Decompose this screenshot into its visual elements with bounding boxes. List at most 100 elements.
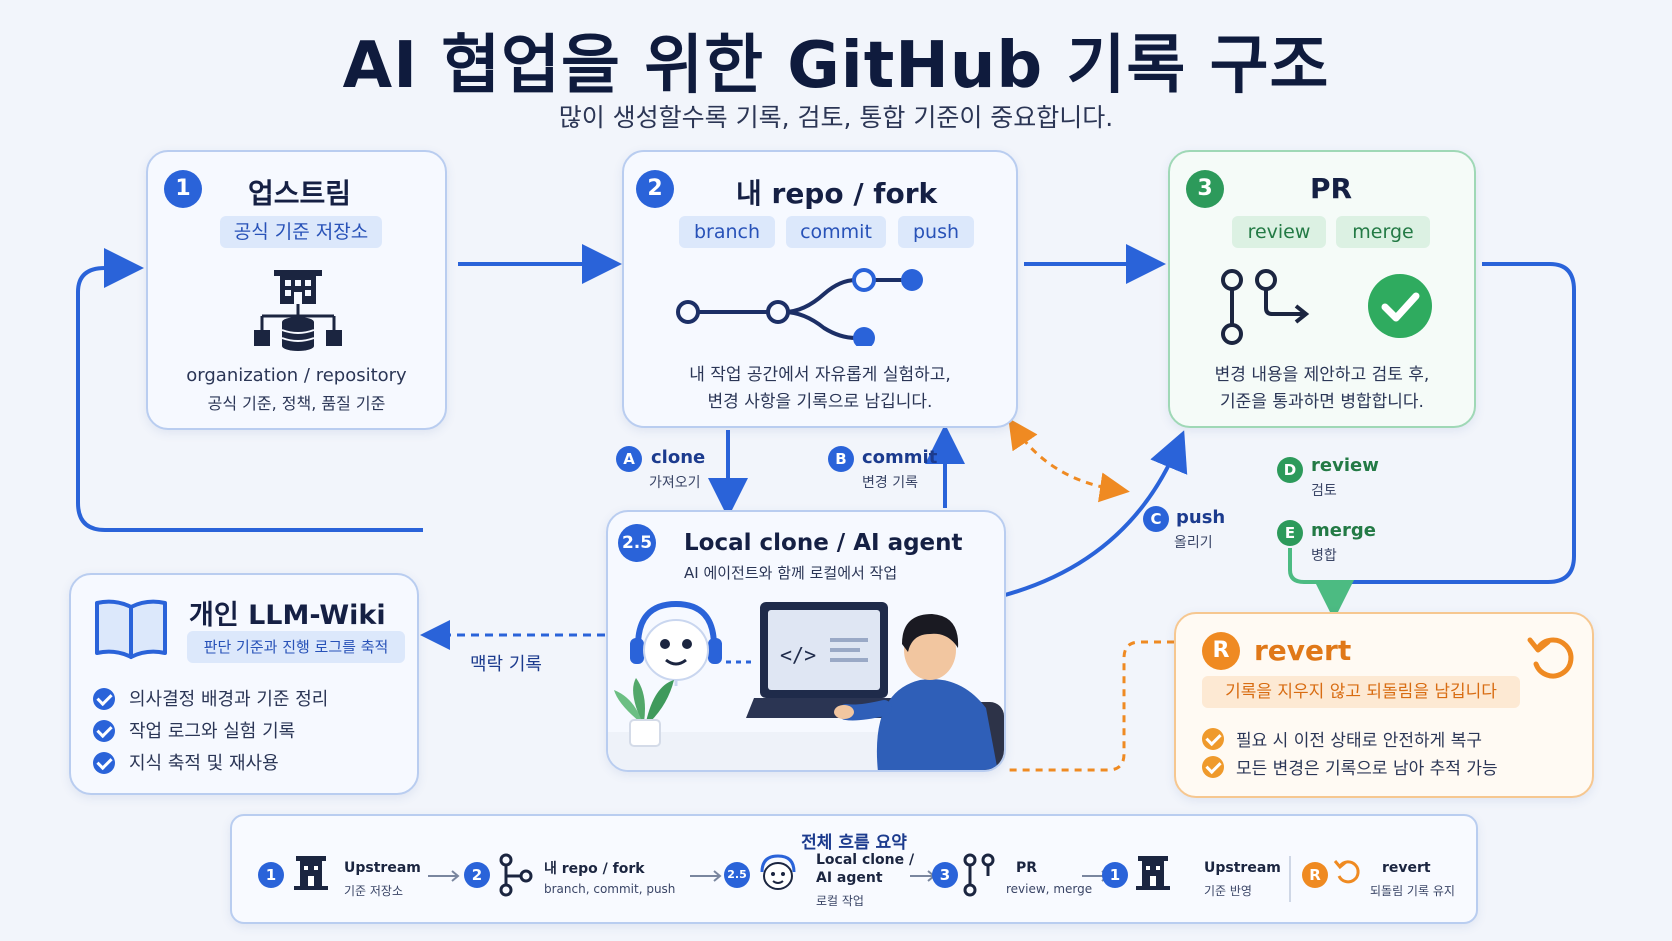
local-title: Local clone / AI agent: [684, 530, 963, 556]
robot-icon: [760, 854, 796, 890]
badge-e: E: [1277, 520, 1303, 546]
revert-item-2: 모든 변경은 기록으로 남아 추적 가능: [1236, 759, 1498, 779]
check-icon: [93, 752, 115, 774]
badge-b: B: [828, 446, 854, 472]
book-icon: [95, 599, 167, 659]
fork-title: 내 repo / fork: [736, 177, 938, 210]
pull-request-icon: [1221, 269, 1310, 345]
label-push-sub: 올리기: [1174, 535, 1213, 551]
summary-badge-3: 3: [932, 862, 958, 888]
local-work-illustration: </>: [608, 600, 1004, 770]
undo-icon: [1333, 860, 1360, 884]
label-context-record: 맥락 기록: [470, 654, 542, 675]
summary-step-1-sub: 기준 저장소: [344, 884, 404, 898]
fork-card: 2 내 repo / fork branch commit push 내 작업 …: [622, 150, 1018, 428]
label-commit-title: commit: [862, 447, 938, 468]
summary-step-2-sub: branch, commit, push: [544, 882, 676, 896]
revert-card: R revert 기록을 지우지 않고 되돌림을 남깁니다 필요 시 이전 상태…: [1174, 612, 1594, 798]
pill-commit: commit: [786, 216, 886, 248]
arrow-loop-to-upstream: [76, 248, 423, 532]
label-clone-title: clone: [651, 447, 706, 468]
label-merge-sub: 병합: [1311, 548, 1337, 564]
local-desc: AI 에이전트와 함께 로컬에서 작업: [684, 564, 898, 582]
building-icon: [1136, 856, 1170, 890]
local-clone-card: 2.5 Local clone / AI agent AI 에이전트와 함께 로…: [606, 510, 1006, 772]
revert-title: revert: [1254, 634, 1352, 667]
pull-request-icon: [963, 853, 995, 897]
check-icon: [93, 688, 115, 710]
badge-a: A: [616, 446, 642, 472]
badge-c: C: [1143, 506, 1169, 532]
summary-step-1-title: Upstream: [344, 860, 421, 876]
label-merge-title: merge: [1311, 520, 1376, 541]
summary-step-5-sub: 기준 반영: [1204, 884, 1252, 898]
wiki-item-3: 지식 축적 및 재사용: [129, 753, 279, 774]
pill-review: review: [1232, 216, 1326, 248]
check-circle-icon: [1368, 274, 1432, 338]
label-clone-sub: 가져오기: [649, 475, 701, 491]
pr-desc-2: 기준을 통과하면 병합합니다.: [1220, 392, 1424, 412]
step-badge-1: 1: [164, 170, 202, 208]
upstream-pill: 공식 기준 저장소: [220, 216, 382, 248]
summary-badge-2-5: 2.5: [724, 862, 750, 888]
check-icon: [1202, 728, 1224, 750]
wiki-pill: 판단 기준과 진행 로그를 축적: [187, 631, 405, 663]
summary-bar: 전체 흐름 요약: [230, 814, 1478, 924]
label-commit-sub: 변경 기록: [862, 475, 918, 491]
branch-icon: [499, 853, 533, 897]
step-badge-2-5: 2.5: [618, 524, 656, 562]
svg-text:</>: </>: [780, 643, 816, 667]
pill-merge: merge: [1336, 216, 1430, 248]
summary-badge-2: 2: [464, 862, 490, 888]
step-badge-r: R: [1202, 632, 1240, 670]
label-review-sub: 검토: [1311, 483, 1337, 499]
label-review-title: review: [1311, 455, 1379, 476]
summary-step-2-title: 내 repo / fork: [544, 861, 645, 877]
summary-step-4-title: PR: [1016, 860, 1038, 876]
check-icon: [1202, 756, 1224, 778]
summary-badge-r: R: [1302, 862, 1328, 888]
pr-card: 3 PR review merge 변경 내용을 제안하고 검토 후, 기준을 …: [1168, 150, 1476, 428]
upstream-title: 업스트림: [248, 177, 352, 210]
llm-wiki-card: 개인 LLM-Wiki 판단 기준과 진행 로그를 축적 의사결정 배경과 기준…: [69, 573, 419, 795]
arrow-merge-to-revert: [1288, 548, 1354, 620]
summary-flow: [294, 853, 1360, 902]
upstream-line1: organization / repository: [186, 365, 407, 386]
summary-step-3-title2: AI agent: [816, 870, 883, 886]
wiki-item-2: 작업 로그와 실험 기록: [129, 721, 296, 742]
building-icon: [294, 856, 328, 890]
summary-badge-1b: 1: [1102, 862, 1128, 888]
revert-pill: 기록을 지우지 않고 되돌림을 남깁니다: [1202, 676, 1520, 708]
pill-push: push: [898, 216, 974, 248]
summary-step-6-sub: 되돌림 기록 유지: [1370, 884, 1455, 898]
arrow-pr-to-revert: [1340, 262, 1576, 584]
page-subtitle: 많이 생성할수록 기록, 검토, 통합 기준이 중요합니다.: [558, 103, 1114, 132]
pr-title: PR: [1310, 172, 1353, 205]
summary-step-6-title: revert: [1382, 860, 1431, 876]
upstream-card: 1 업스트림 공식 기준 저장소 organization / reposito…: [146, 150, 447, 430]
summary-title: 전체 흐름 요약: [801, 833, 907, 853]
step-badge-2: 2: [636, 170, 674, 208]
badge-d: D: [1277, 457, 1303, 483]
summary-badge-1: 1: [258, 862, 284, 888]
summary-step-3-sub: 로컬 작업: [816, 894, 864, 908]
undo-icon: [1527, 637, 1574, 679]
label-push-title: push: [1176, 507, 1226, 528]
step-badge-3: 3: [1186, 170, 1224, 208]
fork-desc-2: 변경 사항을 기록으로 남깁니다.: [707, 392, 933, 412]
summary-step-5-title: Upstream: [1204, 860, 1281, 876]
fork-desc-1: 내 작업 공간에서 자유롭게 실험하고,: [689, 365, 951, 385]
check-icon: [93, 720, 115, 742]
building-database-icon: [254, 270, 342, 351]
dashed-revert-to-local: [1008, 640, 1174, 772]
pr-desc-1: 변경 내용을 제안하고 검토 후,: [1214, 365, 1430, 385]
pill-branch: branch: [679, 216, 775, 248]
arrow-push: [1004, 430, 1188, 597]
summary-step-4-sub: review, merge: [1006, 882, 1093, 896]
summary-step-3-title: Local clone /: [816, 852, 915, 868]
branch-graph-icon: [676, 268, 923, 346]
upstream-line2: 공식 기준, 정책, 품질 기준: [207, 394, 386, 413]
revert-item-1: 필요 시 이전 상태로 안전하게 복구: [1236, 731, 1482, 751]
dashed-fork-pr-link: [1008, 418, 1130, 503]
